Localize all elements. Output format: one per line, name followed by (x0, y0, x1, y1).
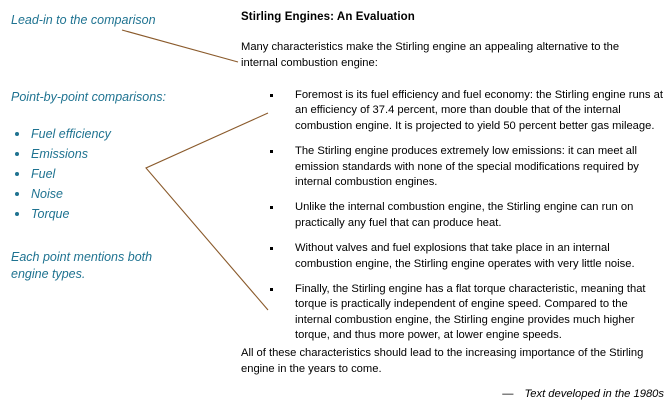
bullet-dot-icon (270, 94, 273, 97)
bullet-dot-icon (270, 206, 273, 210)
list-item: Without valves and fuel explosions that … (241, 241, 664, 272)
annotation-both-engines-note: Each point mentions both engine types. (11, 249, 211, 283)
document-closing-paragraph: All of these characteristics should lead… (241, 347, 644, 375)
list-item: Emissions (11, 144, 111, 164)
bullet-dot-icon (270, 247, 273, 251)
list-item: Finally, the Stirling engine has a flat … (241, 282, 664, 344)
list-item: Noise (11, 184, 111, 204)
document-bullet-text: The Stirling engine produces extremely l… (295, 145, 639, 189)
list-item: Fuel (11, 164, 111, 184)
document-bullet-text: Without valves and fuel explosions that … (295, 242, 635, 270)
annotation-point-label: Fuel (31, 167, 56, 181)
bullet-dot-icon (15, 212, 19, 216)
document-bullet-text: Foremost is its fuel efficiency and fuel… (295, 89, 663, 132)
annotation-point-list: Fuel efficiency Emissions Fuel Noise Tor… (11, 124, 111, 224)
document-credit: — Text developed in the 1980s (241, 388, 664, 400)
annotation-both-engines-line1: Each point mentions both (11, 250, 153, 264)
list-item: The Stirling engine produces extremely l… (241, 144, 664, 190)
list-item: Fuel efficiency (11, 124, 111, 144)
document-bullet-text: Unlike the internal combustion engine, t… (295, 201, 634, 229)
document-bullet-text: Finally, the Stirling engine has a flat … (295, 283, 646, 342)
document-column: Stirling Engines: An Evaluation Many cha… (241, 0, 664, 417)
annotation-point-by-point-label: Point-by-point comparisons: (11, 90, 166, 104)
credit-text: Text developed in the 1980s (524, 388, 664, 400)
annotation-point-label: Emissions (31, 147, 88, 161)
bullet-dot-icon (270, 288, 273, 292)
list-item: Torque (11, 204, 111, 224)
annotation-leadin-label: Lead-in to the comparison (11, 13, 156, 27)
document-intro-paragraph: Many characteristics make the Stirling e… (241, 41, 620, 69)
annotation-point-label: Fuel efficiency (31, 127, 111, 141)
annotation-point-label: Noise (31, 187, 63, 201)
list-item: Unlike the internal combustion engine, t… (241, 200, 664, 231)
bullet-dot-icon (15, 192, 19, 196)
annotation-column: Lead-in to the comparison Point-by-point… (0, 0, 232, 417)
bullet-dot-icon (15, 132, 19, 136)
bullet-dot-icon (270, 150, 273, 154)
bullet-dot-icon (15, 152, 19, 156)
bullet-dot-icon (15, 172, 19, 176)
list-item: Foremost is its fuel efficiency and fuel… (241, 88, 664, 134)
annotation-point-label: Torque (31, 207, 70, 221)
page-title: Stirling Engines: An Evaluation (241, 11, 415, 23)
document-bullet-list: Foremost is its fuel efficiency and fuel… (241, 88, 664, 354)
credit-dash: — (502, 388, 514, 400)
annotation-both-engines-line2: engine types. (11, 267, 86, 281)
